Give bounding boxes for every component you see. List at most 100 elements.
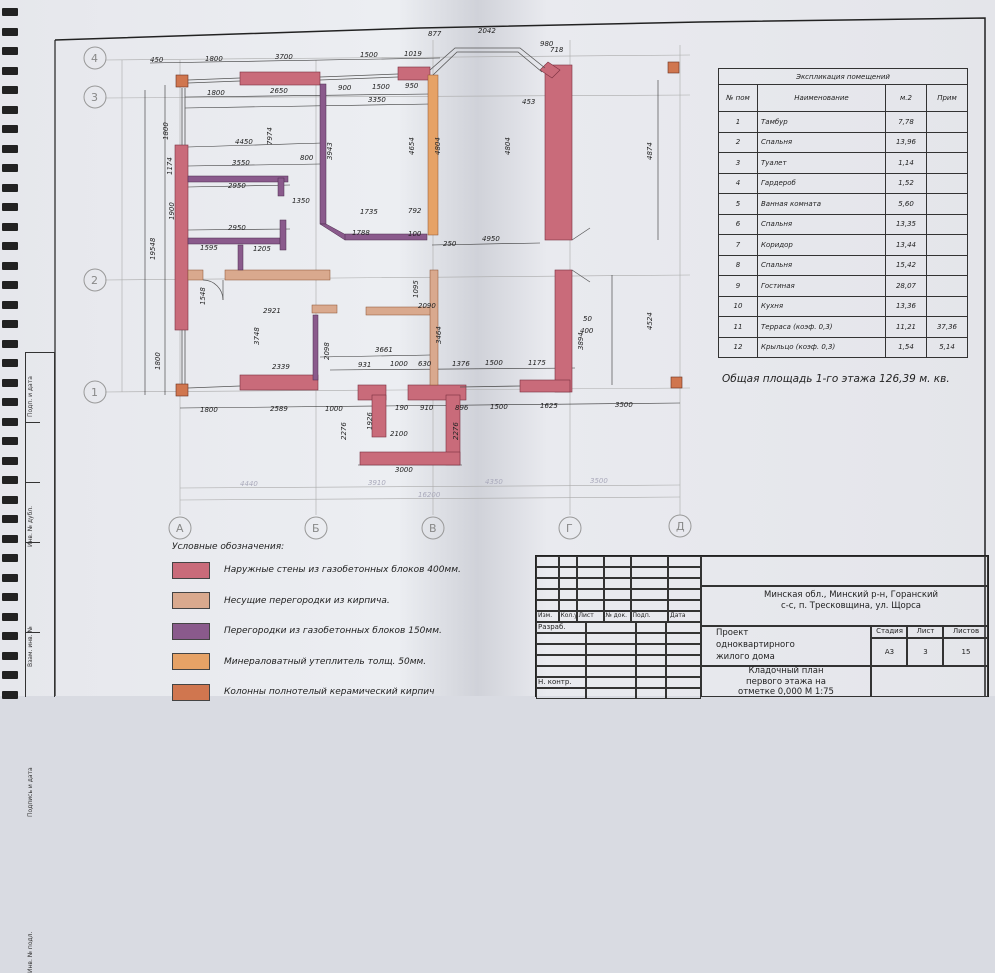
legend-item: Несущие перегородки из кирпича. [172,592,390,609]
title-block-col-header: Кол.уч. [558,611,577,622]
row-number: 5 [718,193,758,215]
spiral-ring [2,105,18,114]
room-note [926,172,968,194]
room-note [926,193,968,215]
dimension-label: 2950 [228,224,246,232]
sheet-title-line: первого этажа на [746,676,826,687]
windows [181,47,546,389]
dimension-label: 2921 [263,307,281,315]
room-area: 13,96 [885,131,927,153]
spiral-ring [2,47,18,55]
spiral-ring [2,359,18,367]
overall-dim: 4350 [485,478,503,486]
row-number: 9 [718,275,758,297]
overall-dim: 16200 [418,491,441,499]
room-note [926,213,968,235]
dimension-label: 1000 [390,360,408,368]
dimension-label: 1500 [490,403,508,411]
spiral-ring [2,573,18,582]
dimension-label: 630 [418,360,432,368]
room-name: Крыльцо (коэф. 0,3) [757,336,886,358]
col-header: Прим [926,84,968,112]
dimension-label: 1205 [253,245,271,253]
spiral-ring [2,183,18,192]
spiral-ring [2,671,18,679]
spiral-ring [2,300,18,309]
room-name: Спальня [757,131,886,153]
dimension-label: 1500 [485,359,503,367]
legend-label: Перегородки из газобетонных блоков 150мм… [224,626,442,636]
room-name: Туалет [757,152,886,174]
spiral-ring [2,437,18,445]
dimension-label: 3748 [253,327,261,345]
dimension-label: 877 [428,30,442,38]
spiral-ring [2,203,18,211]
dimension-label: 7974 [266,127,274,145]
dimension-label: 250 [443,240,457,248]
dimension-label: 400 [580,327,594,335]
project-line: жилого дома [716,652,775,662]
dimension-label: 2650 [270,87,288,95]
dimension-label: 1900 [168,202,176,220]
dimension-label: 3500 [615,401,633,409]
spiral-ring [2,495,18,504]
dimension-label: 2090 [418,302,436,310]
spiral-ring [2,86,18,94]
spiral-ring [2,417,18,426]
side-stamp-label: Инв. № подл. [27,931,34,973]
row-number: 8 [718,254,758,276]
legend-title: Условные обозначения: [172,542,285,552]
dimension-label: 4654 [408,137,416,155]
dimension-label: 3661 [375,346,393,354]
dimension-label: 1376 [452,360,470,368]
room-area: 1,52 [885,172,927,194]
room-schedule-title: Экспликация помещений [718,68,968,85]
axis-4: 4 [91,52,98,65]
sheet-label: Лист [907,626,943,638]
dimension-label: 4524 [646,312,654,330]
exterior-walls [174,61,573,466]
brick-columns [175,61,683,397]
dimension-label: 2100 [390,430,408,438]
dimension-label: 2042 [478,27,496,35]
dimension-label: 800 [300,154,314,162]
title-block-col-header: Подп. [630,611,668,622]
dimension-label: 1548 [199,287,207,305]
role-developer: Разраб. [536,622,586,633]
legend-label: Наружные стены из газобетонных блоков 40… [224,565,461,575]
title-block-col-header: № док. [603,611,631,622]
legend-swatch [172,622,210,640]
room-name: Ванная комната [757,193,886,215]
spiral-binding [0,0,22,699]
sheets-value: 15 [943,638,988,666]
dimension-label: 4450 [235,138,253,146]
floor-plan: А Б В Г Д 4 3 2 1 [54,17,986,696]
room-name: Спальня [757,213,886,235]
spiral-ring [2,320,18,328]
legend-swatch [172,683,210,701]
spiral-ring [2,8,18,16]
spiral-ring [2,476,18,484]
axis-3: 3 [91,91,98,104]
row-number: 1 [718,111,758,133]
sheet-value: 3 [907,638,943,666]
spiral-ring [2,690,18,699]
sheet-title-line: отметке 0,000 М 1:75 [738,687,834,697]
spiral-ring [2,378,18,387]
dimension-label: 1788 [352,229,370,237]
spiral-ring [2,222,18,231]
spiral-ring [2,125,18,133]
dimension-label: 2098 [323,342,331,360]
dimension-label: 3894 [577,332,585,350]
room-note [926,234,968,256]
overall-dimensions: 4440 3910 4350 3500 16200 [240,477,608,499]
spiral-ring [2,534,18,543]
dimension-label: 1175 [528,359,546,367]
